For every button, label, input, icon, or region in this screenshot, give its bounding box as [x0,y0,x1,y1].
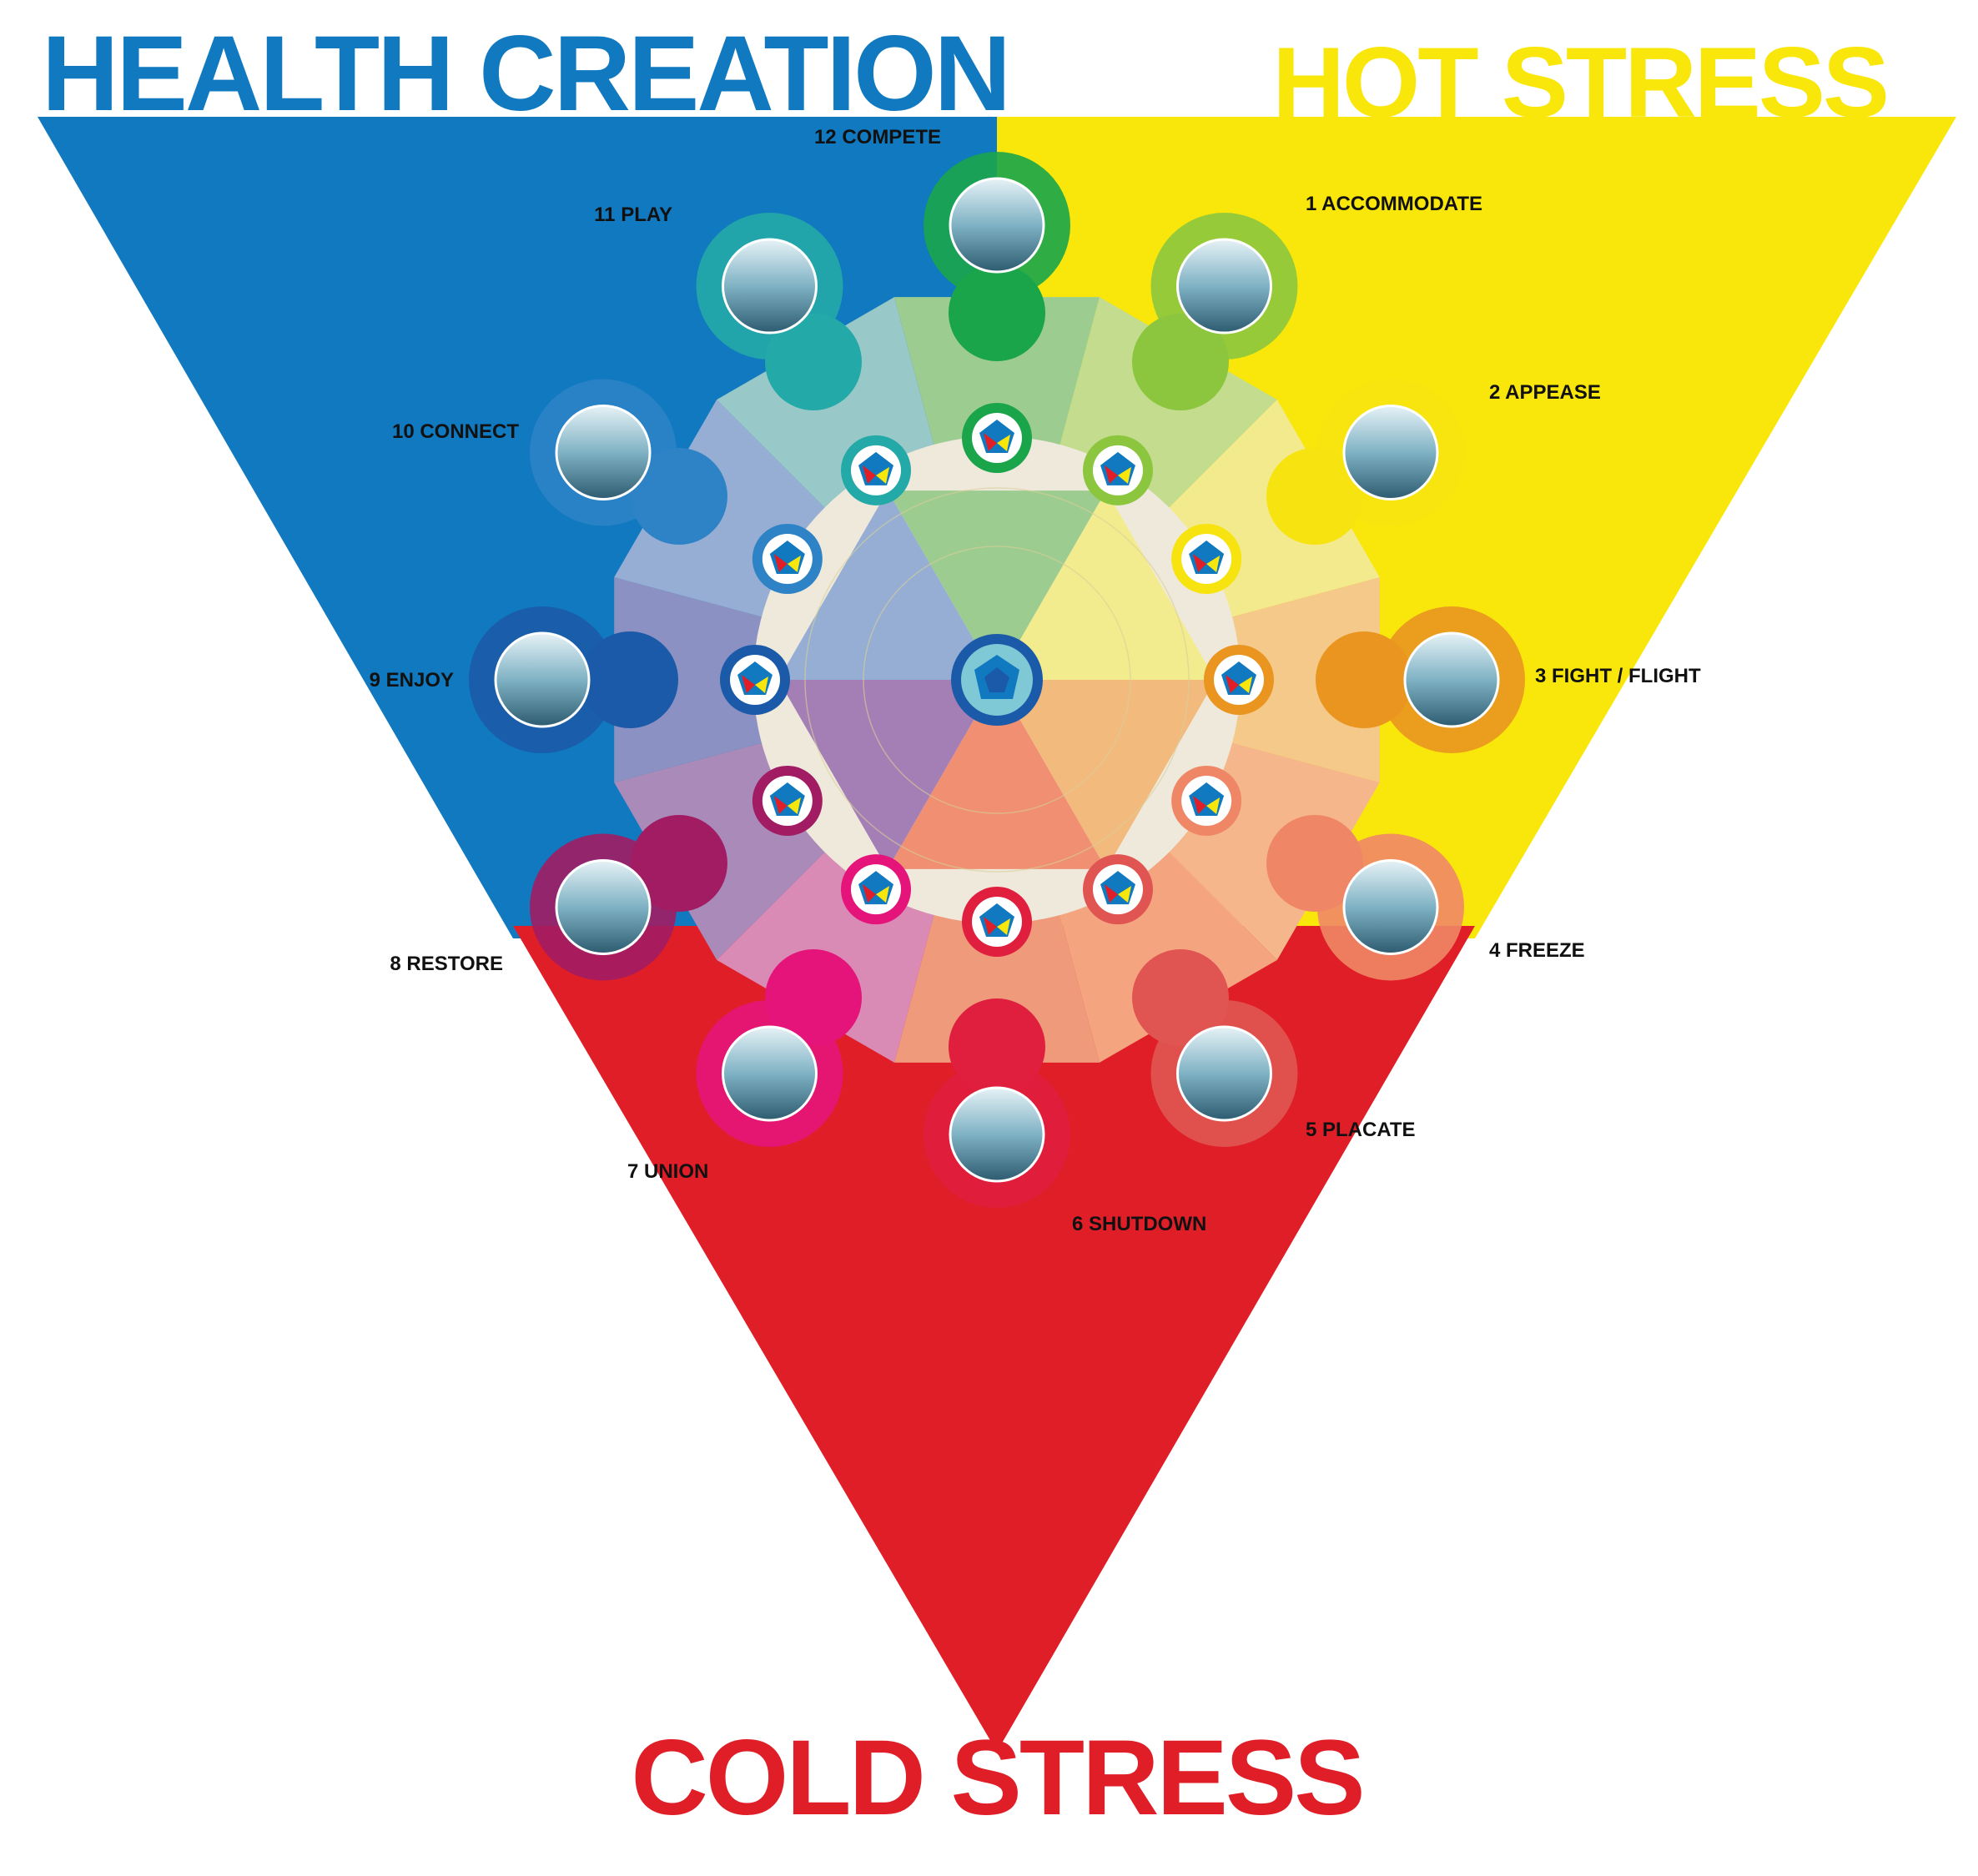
state-circle [696,213,862,410]
inner-state-icon [841,435,911,505]
state-photo [722,238,818,334]
inner-hexagon [753,436,1241,923]
state-photo [1176,238,1272,334]
hexagon-sector [778,490,997,680]
inner-icon-ring [720,403,1274,957]
hexagon-sector [888,490,1106,680]
state-labels: 1 ACCOMMODATE 2 APPEASE 3 FIGHT / FLIGHT 4 … [370,126,1701,1235]
inner-state-icon [1083,435,1153,505]
state-circle [1266,379,1464,545]
state-photo [1403,631,1500,728]
state-label: 12 COMPETE [814,126,941,148]
state-label: 2 APPEASE [1489,381,1601,404]
state-circle [924,998,1070,1208]
state-label: 7 UNION [627,1160,708,1183]
state-photo [949,1086,1045,1183]
state-label: 4 FREEZE [1489,939,1585,962]
state-circle [1266,815,1464,981]
inner-state-icon [752,524,823,594]
state-label: 9 ENJOY [370,669,454,692]
state-label: 3 FIGHT / FLIGHT [1535,665,1701,687]
state-photo [1342,405,1439,500]
hexagon-sector [778,680,997,869]
state-label: 8 RESTORE [390,953,503,975]
inner-state-icon [1204,645,1274,715]
center-hub [951,634,1043,726]
state-photo [949,177,1045,274]
inner-state-icon [1083,854,1153,925]
inner-state-icon [1171,766,1242,836]
inner-state-icon [962,887,1032,957]
inner-state-icon [720,645,790,715]
hexagon-sector [888,680,1106,869]
state-label: 11 PLAY [594,204,672,226]
state-circle [469,606,678,753]
state-circle [1132,213,1298,410]
state-circle [530,379,727,545]
state-circle [1132,949,1298,1147]
state-circles [469,152,1525,1208]
title-hot-stress: HOT STRESS [1272,27,1887,138]
state-photo [722,1025,818,1122]
inner-state-icon [1171,524,1242,594]
state-circle [1316,606,1525,753]
state-photo [494,631,591,728]
state-photo [1342,859,1439,955]
state-label: 10 CONNECT [392,420,519,443]
inner-state-icon [962,403,1032,473]
state-photo [555,405,652,500]
state-label: 1 ACCOMMODATE [1306,193,1482,215]
state-label: 6 SHUTDOWN [1072,1213,1206,1235]
hexagon-sector [997,490,1215,680]
state-label: 5 PLACATE [1306,1119,1416,1141]
inner-state-icon [752,766,823,836]
state-photo [555,859,652,955]
state-circle [530,815,727,981]
inner-state-icon [841,854,911,925]
title-health-creation: HEALTH CREATION [42,14,1009,133]
hexagon-sector [997,680,1215,869]
state-circle [924,152,1070,361]
title-cold-stress: COLD STRESS [631,1718,1362,1838]
state-photo [1176,1025,1272,1122]
state-circle [696,949,862,1147]
